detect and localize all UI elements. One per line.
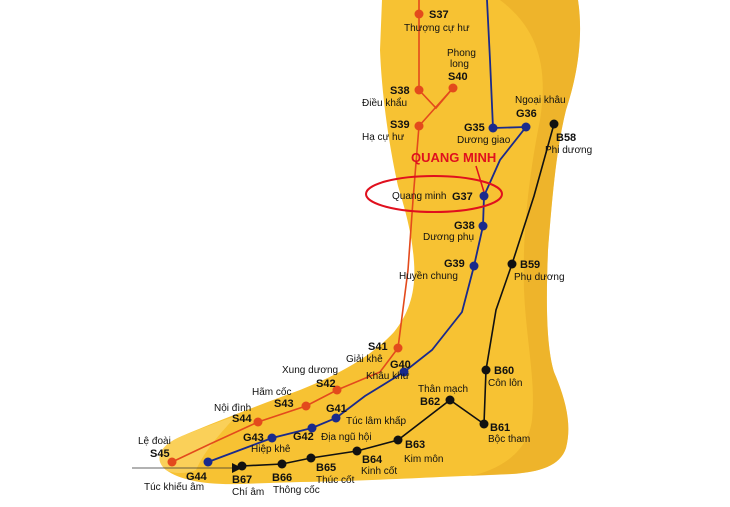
point-b66: B66 Thông cốc (272, 459, 320, 496)
svg-text:Phong: Phong (447, 48, 476, 59)
svg-text:G39: G39 (444, 258, 465, 270)
svg-text:S39: S39 (390, 119, 410, 131)
point-g42: G42 Địa ngũ hội (293, 423, 372, 443)
svg-text:Bộc tham: Bộc tham (488, 434, 530, 445)
svg-text:G41: G41 (326, 403, 347, 415)
svg-text:Thúc cốt: Thúc cốt (316, 474, 355, 486)
svg-text:Thân mạch: Thân mạch (418, 384, 468, 395)
svg-text:Túc khiếu âm: Túc khiếu âm (144, 481, 204, 493)
svg-text:G36: G36 (516, 108, 537, 120)
svg-text:Dương giao: Dương giao (457, 135, 511, 146)
svg-text:B67: B67 (232, 474, 252, 486)
point-g41: G41 Túc lâm khấp (326, 403, 406, 427)
point-s43: Hãm cốc S43 (252, 386, 311, 411)
svg-text:Ngoại khâu: Ngoại khâu (515, 95, 566, 106)
point-s41: S41 Giải khê (346, 341, 403, 365)
point-s37: S37 Thượng cự hư (404, 9, 470, 34)
svg-text:Khâu khư: Khâu khư (366, 371, 410, 382)
svg-text:B63: B63 (405, 439, 425, 451)
svg-text:G35: G35 (464, 122, 485, 134)
point-b59: B59 Phụ dương (507, 259, 565, 283)
point-g36: Ngoại khâu G36 (515, 95, 566, 132)
svg-text:Địa ngũ hội: Địa ngũ hội (321, 432, 372, 443)
point-g38: G38 Dương phụ (423, 220, 488, 243)
svg-text:Thượng cự hư: Thượng cự hư (404, 23, 470, 34)
point-b58: B58 Phi dương (545, 119, 592, 156)
svg-text:G43: G43 (243, 432, 264, 444)
quang-minh-highlight-ellipse (365, 175, 503, 213)
svg-text:B60: B60 (494, 365, 514, 377)
svg-text:Hạ cự hư: Hạ cự hư (362, 132, 405, 143)
svg-text:Lệ đoài: Lệ đoài (138, 436, 171, 447)
svg-text:B61: B61 (490, 422, 510, 434)
svg-text:S38: S38 (390, 85, 410, 97)
svg-text:B65: B65 (316, 462, 336, 474)
svg-text:B66: B66 (272, 472, 292, 484)
svg-text:Thông cốc: Thông cốc (273, 484, 320, 496)
point-b65: B65 Thúc cốt (306, 453, 355, 486)
svg-text:Huyền chung: Huyền chung (399, 270, 458, 282)
point-s40: Phong long S40 (447, 48, 476, 93)
floor-arrow-icon (232, 463, 242, 473)
svg-text:Côn lôn: Côn lôn (488, 378, 522, 389)
point-b62: Thân mạch B62 (418, 384, 468, 408)
callout-pointer (475, 165, 485, 193)
leg-silhouette (159, 0, 581, 485)
point-b67: B67 Chí âm (232, 461, 264, 498)
point-b63: B63 Kim môn (393, 435, 443, 465)
svg-text:Hãm cốc: Hãm cốc (252, 386, 291, 398)
svg-text:S40: S40 (448, 71, 468, 83)
svg-text:Xung dương: Xung dương (282, 365, 338, 376)
svg-text:S41: S41 (368, 341, 388, 353)
svg-text:S42: S42 (316, 378, 336, 390)
svg-text:Phi dương: Phi dương (545, 145, 592, 156)
point-s38: S38 Điều khẩu (362, 85, 424, 109)
svg-text:Giải khê: Giải khê (346, 354, 383, 365)
svg-text:B64: B64 (362, 454, 383, 466)
svg-text:G38: G38 (454, 220, 475, 232)
point-b61: B61 Bộc tham (479, 419, 530, 445)
point-s42: Xung dương S42 (282, 365, 342, 395)
point-g44: G44 Túc khiếu âm (144, 457, 213, 493)
leg-shading (470, 0, 581, 476)
svg-text:S43: S43 (274, 398, 294, 410)
point-g39: G39 Huyền chung (399, 258, 479, 282)
svg-text:G37: G37 (452, 191, 473, 203)
svg-text:G44: G44 (186, 471, 208, 483)
svg-text:Điều khẩu: Điều khẩu (362, 97, 407, 109)
svg-text:G40: G40 (390, 359, 411, 371)
point-s45: Lệ đoài S45 (138, 436, 177, 467)
svg-text:Dương phụ: Dương phụ (423, 232, 474, 243)
svg-text:G42: G42 (293, 431, 314, 443)
svg-text:S44: S44 (232, 413, 252, 425)
point-g35: G35 Dương giao (457, 122, 511, 146)
point-s44: Nội đình S44 (214, 403, 263, 427)
svg-text:B59: B59 (520, 259, 540, 271)
svg-text:B62: B62 (420, 396, 440, 408)
svg-text:S45: S45 (150, 448, 170, 460)
point-g37: Quang minh G37 (392, 191, 489, 203)
svg-text:Quang minh: Quang minh (392, 191, 446, 202)
point-b64: B64 Kinh cốt (352, 446, 397, 477)
point-g43: G43 Hiệp khê (243, 432, 291, 455)
svg-text:Túc lâm khấp: Túc lâm khấp (346, 415, 406, 427)
svg-text:Kinh cốt: Kinh cốt (361, 465, 397, 477)
point-s39: S39 Hạ cự hư (362, 119, 424, 143)
point-g40: G40 Khâu khư (366, 359, 411, 382)
svg-text:Hiệp khê: Hiệp khê (251, 444, 291, 455)
svg-text:S37: S37 (429, 9, 449, 21)
svg-text:Phụ dương: Phụ dương (514, 272, 565, 283)
svg-text:long: long (450, 59, 469, 70)
quang-minh-callout-label: QUANG MINH (411, 150, 496, 165)
svg-text:B58: B58 (556, 132, 576, 144)
point-b60: B60 Côn lôn (481, 365, 522, 389)
svg-text:Kim môn: Kim môn (404, 454, 443, 465)
svg-text:Nội đình: Nội đình (214, 403, 251, 414)
svg-text:Chí âm: Chí âm (232, 487, 264, 498)
